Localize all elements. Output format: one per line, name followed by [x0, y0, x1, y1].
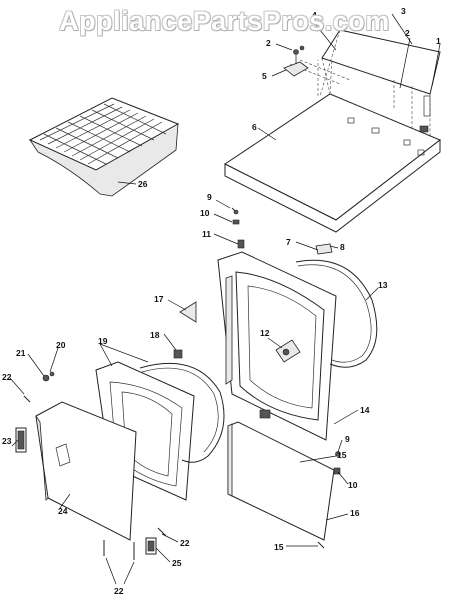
door-handle [15, 427, 27, 453]
callout-13: 13 [378, 280, 388, 290]
callout-20: 20 [56, 340, 66, 350]
callout-21: 21 [16, 348, 26, 358]
callout-12: 12 [260, 328, 270, 338]
callout-15: 15 [274, 542, 284, 552]
callout-10: 10 [200, 208, 210, 218]
watermark-text: AppliancePartsPros.com [59, 6, 390, 36]
hinge-part [283, 45, 309, 77]
callout-2: 2 [405, 28, 410, 38]
top-panel [224, 57, 441, 233]
callout-26: 26 [138, 179, 148, 189]
drying-rack [28, 97, 180, 197]
callout-14: 14 [360, 405, 370, 415]
callout-3: 3 [401, 6, 406, 16]
callout-7: 7 [286, 237, 291, 247]
callout-11: 11 [202, 229, 211, 239]
callout-22: 22 [180, 538, 190, 548]
callout-1: 1 [436, 36, 441, 46]
callout-19: 19 [98, 336, 108, 346]
callout-16: 16 [350, 508, 360, 518]
callout-2: 2 [266, 38, 271, 48]
callout-15: 15 [337, 450, 347, 460]
callout-5: 5 [262, 71, 267, 81]
callout-18: 18 [150, 330, 160, 340]
callout-23: 23 [2, 436, 12, 446]
front-gasket [295, 259, 378, 368]
callout-22: 22 [114, 586, 124, 596]
callout-25: 25 [172, 558, 182, 568]
drum-bracket [275, 339, 301, 363]
callout-9: 9 [345, 434, 350, 444]
leader-lines [9, 13, 441, 585]
back-panel [319, 29, 441, 137]
callout-24: 24 [58, 506, 68, 516]
callout-6: 6 [252, 122, 257, 132]
callout-22: 22 [2, 372, 12, 382]
callout-10: 10 [348, 480, 358, 490]
callouts: 1 2 3 4 2 5 6 7 8 9 10 11 13 17 18 12 19… [2, 6, 441, 596]
door-outer-panel [35, 401, 137, 541]
callout-4: 4 [312, 10, 317, 20]
callout-8: 8 [340, 242, 345, 252]
door-catch [145, 537, 157, 555]
front-frame [217, 251, 337, 441]
lower-access-panel [227, 421, 335, 541]
callout-9: 9 [207, 192, 212, 202]
callout-17: 17 [154, 294, 164, 304]
